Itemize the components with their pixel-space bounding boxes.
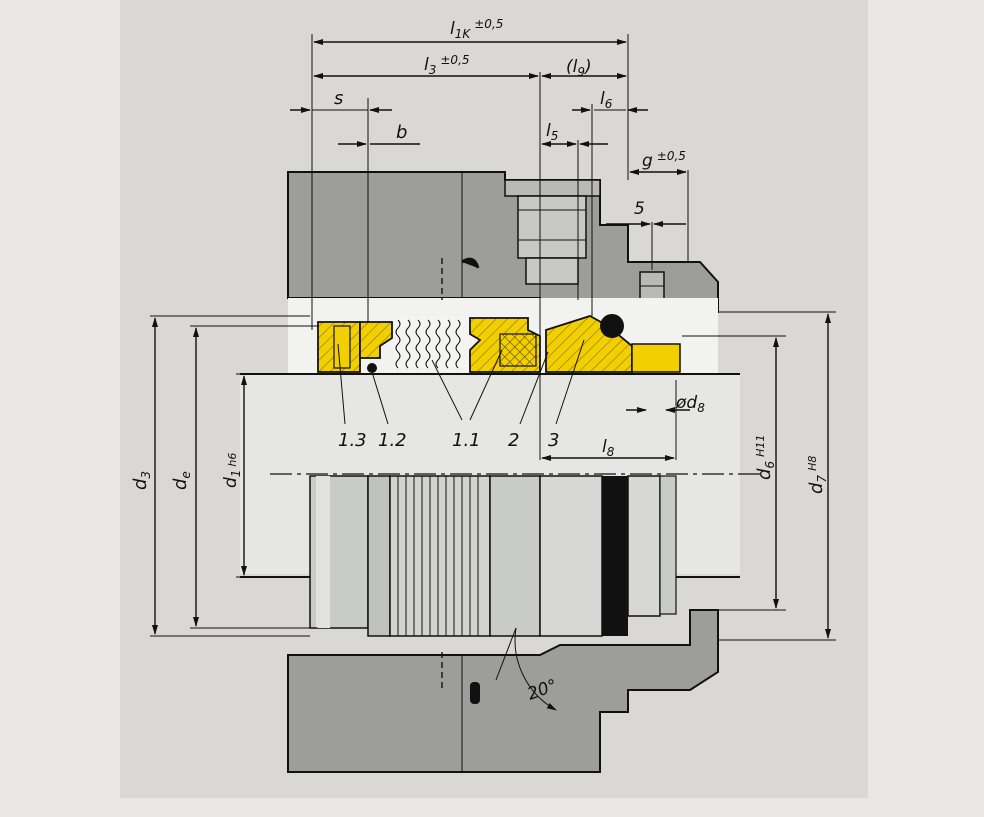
dim-5: 5 bbox=[634, 199, 645, 219]
part-1-1: 1.1 bbox=[452, 430, 481, 451]
dim-d6: d6H11 bbox=[754, 435, 777, 480]
dim-de: de bbox=[170, 471, 193, 490]
bellows-lower bbox=[389, 475, 491, 637]
bellows bbox=[395, 316, 470, 369]
seat-holder bbox=[631, 343, 681, 373]
part-2: 2 bbox=[508, 430, 519, 451]
seal-ring-1-3 bbox=[317, 321, 361, 373]
part-1-3: 1.3 bbox=[338, 430, 367, 451]
seal-ring-1-1 bbox=[469, 317, 541, 373]
dim-l9: (l9) bbox=[566, 57, 592, 79]
dim-l1k: l1K±0,5 bbox=[450, 17, 503, 41]
dim-l3: l3±0,5 bbox=[424, 53, 470, 77]
oring-3 bbox=[600, 314, 624, 338]
part-3: 3 bbox=[548, 430, 559, 451]
housing-lower bbox=[287, 609, 719, 773]
part-1-2: 1.2 bbox=[378, 430, 407, 451]
dim-d8: ød8 bbox=[675, 393, 705, 415]
dim-g: g±0,5 bbox=[642, 149, 686, 171]
seal-ring-1-2 bbox=[359, 321, 393, 373]
dim-d3: d3 bbox=[130, 471, 153, 490]
lower-exterior-view bbox=[309, 475, 677, 637]
dim-d7: d7H8 bbox=[806, 456, 829, 494]
dim-s: s bbox=[334, 88, 343, 109]
fill-port-plug bbox=[504, 179, 601, 285]
dim-l6: l6 bbox=[600, 89, 613, 111]
dim-l5: l5 bbox=[546, 121, 558, 143]
dim-b: b bbox=[396, 122, 407, 143]
dim-d1: d1h6 bbox=[221, 453, 243, 488]
dim-l8: l8 bbox=[602, 437, 615, 459]
